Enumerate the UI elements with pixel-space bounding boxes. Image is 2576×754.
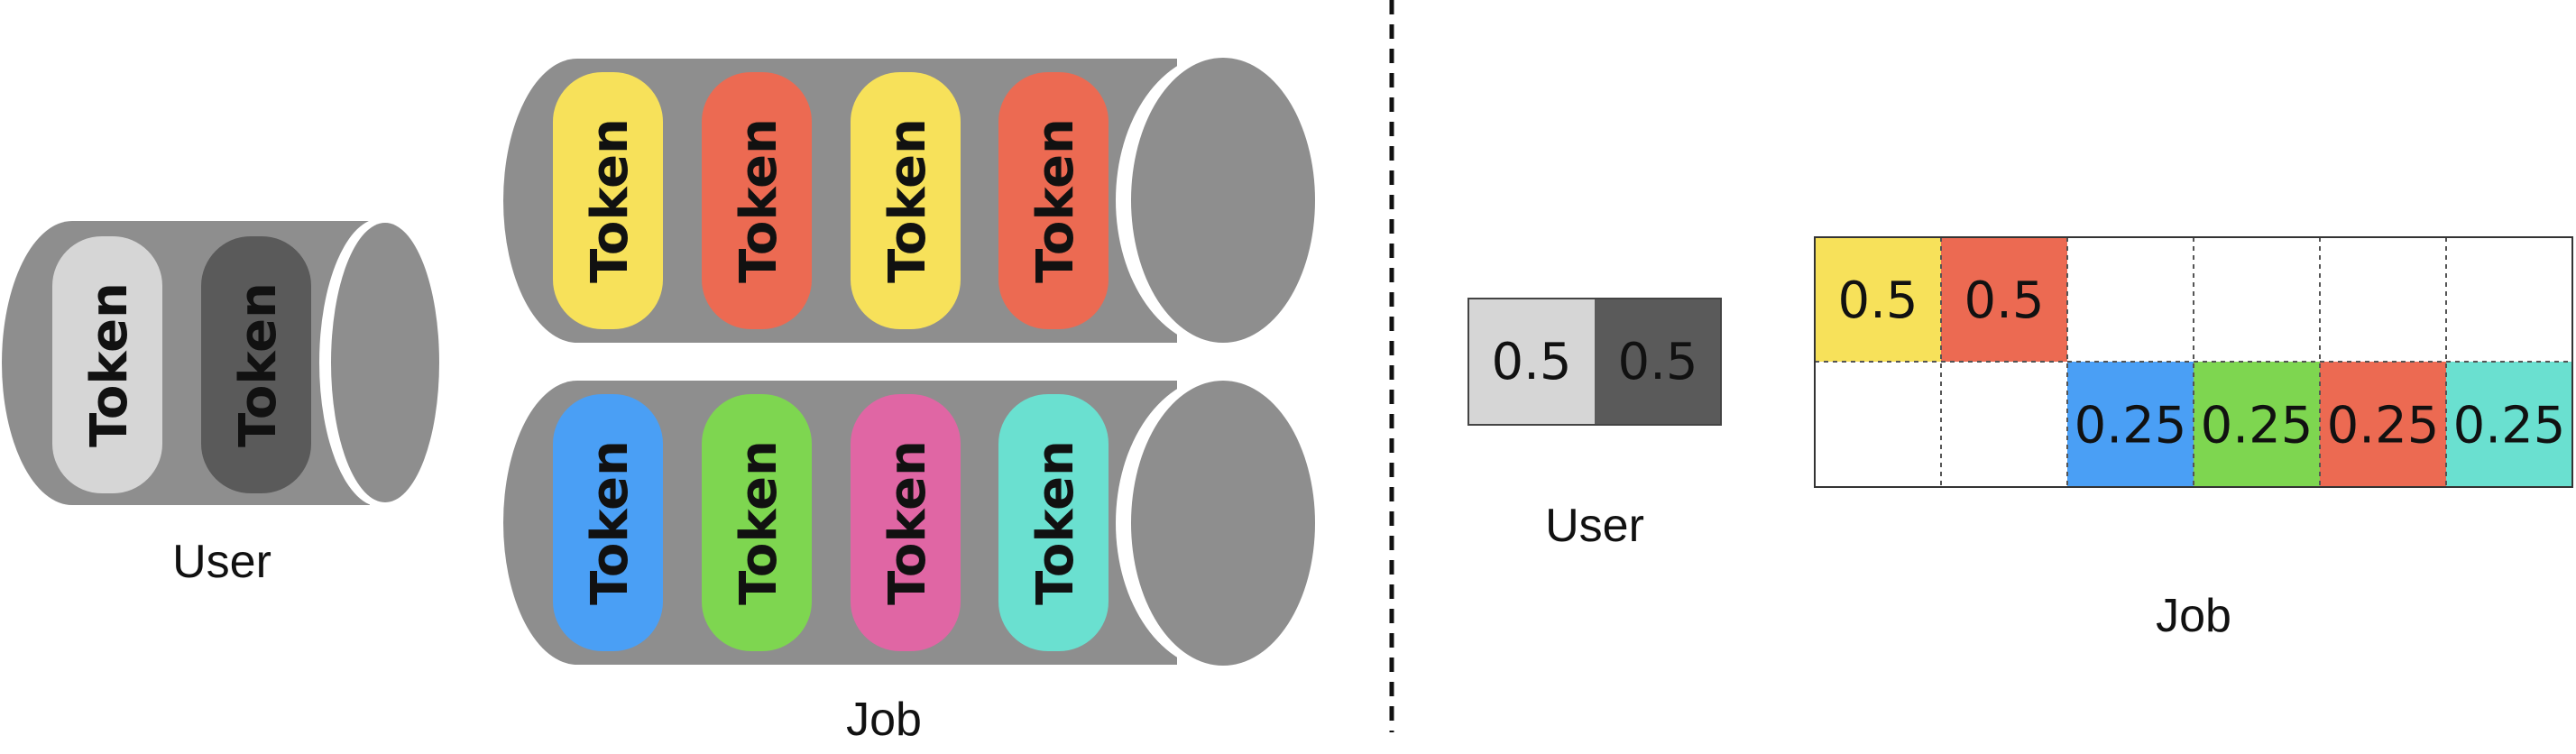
job-2-token-0: Token [553, 394, 663, 651]
job-share-cell-value: 0.25 [2075, 397, 2187, 455]
job-2-token-3-label: Token [1026, 440, 1085, 605]
job-share-cell-r0-c5 [2446, 237, 2572, 362]
user-share-cell-0: 0.5 [1468, 299, 1595, 425]
job-share-grid-border [1814, 236, 2573, 488]
job-share-cell-bg [2446, 362, 2572, 487]
job-queue-cylinder-2: Token Token Token Token [503, 376, 1323, 670]
left-user-label: User [172, 536, 271, 588]
job-share-cell-bg [1941, 237, 2067, 362]
job-1-token-3-label: Token [1026, 118, 1085, 283]
user-cylinder-cap [331, 223, 439, 502]
job-1-token-3-pill [998, 72, 1109, 329]
job-share-cell-r1-c5: 0.25 [2446, 362, 2572, 487]
job-share-cell-value: 0.25 [2327, 397, 2440, 455]
user-token-1-label: Token [229, 282, 288, 447]
job-2-token-0-pill [553, 394, 663, 651]
job-share-cell-r1-c4: 0.25 [2320, 362, 2446, 487]
user-share-cell-1-bg [1595, 299, 1721, 425]
job-1-token-0-pill [553, 72, 663, 329]
job-share-cell-value: 0.5 [1964, 271, 2044, 330]
user-token-1-pill [201, 236, 311, 493]
job-2-token-3-pill [998, 394, 1109, 651]
job-2-token-0-label: Token [581, 440, 639, 605]
user-share-cell-1: 0.5 [1595, 299, 1721, 425]
job-share-cell-r0-c0: 0.5 [1815, 237, 1941, 362]
job-1-token-2: Token [851, 72, 961, 329]
user-share-cell-0-bg [1468, 299, 1595, 425]
user-token-0-pill [52, 236, 162, 493]
job-share-cell-bg [2320, 237, 2446, 362]
job-2-token-2-pill [851, 394, 961, 651]
user-token-0: Token [52, 236, 162, 493]
job-share-cell-r1-c0 [1815, 362, 1941, 487]
job-1-token-3: Token [998, 72, 1109, 329]
left-job-label: Job [846, 694, 922, 746]
job-share-cell-r1-c3: 0.25 [2194, 362, 2320, 487]
job-share-cell-bg [1815, 237, 1941, 362]
job-2-token-1-label: Token [730, 440, 788, 605]
job-1-token-0: Token [553, 72, 663, 329]
job-1-token-2-pill [851, 72, 961, 329]
job-share-cell-value: 0.5 [1837, 271, 1918, 330]
job-share-cell-value: 0.25 [2453, 397, 2566, 455]
job-share-cell-value: 0.25 [2201, 397, 2314, 455]
job-share-cell-r0-c1: 0.5 [1941, 237, 2067, 362]
user-token-1: Token [201, 236, 311, 493]
right-user-label: User [1545, 500, 1644, 552]
job-share-cell-bg [1941, 362, 2067, 487]
job-share-cell-r0-c2 [2067, 237, 2194, 362]
job-share-cell-r1-c1 [1941, 362, 2067, 487]
job-2-token-2: Token [851, 394, 961, 651]
job-share-cell-bg [2320, 362, 2446, 487]
user-queue-cylinder: Token Token [2, 218, 442, 507]
job-2-token-1-pill [702, 394, 812, 651]
job-1-token-1-label: Token [730, 118, 788, 283]
user-token-0-label: Token [80, 282, 139, 447]
job-share-cell-bg [1815, 362, 1941, 487]
job-cylinder-1-cap [1131, 58, 1315, 343]
job-share-cell-bg [2446, 237, 2572, 362]
job-share-cell-bg [2067, 362, 2194, 487]
job-share-cell-bg [2194, 237, 2320, 362]
job-share-cell-bg [2067, 237, 2194, 362]
job-2-token-3: Token [998, 394, 1109, 651]
job-share-cell-r0-c3 [2194, 237, 2320, 362]
user-share-cell-1-value: 0.5 [1617, 333, 1697, 391]
job-share-grid-lines [1815, 237, 2572, 487]
job-share-cell-bg [2194, 362, 2320, 487]
job-1-token-2-label: Token [879, 118, 937, 283]
job-1-token-0-label: Token [581, 118, 639, 283]
user-share-table: 0.5 0.5 [1467, 298, 1722, 426]
job-queue-cylinder-1: Token Token Token Token [503, 53, 1323, 347]
job-share-cell-r0-c4 [2320, 237, 2446, 362]
user-share-table-border [1467, 298, 1722, 426]
job-1-token-1: Token [702, 72, 812, 329]
job-cylinder-2-cap [1131, 381, 1315, 666]
right-job-label: Job [2156, 590, 2231, 642]
job-2-token-1: Token [702, 394, 812, 651]
job-2-token-2-label: Token [879, 440, 937, 605]
user-share-cell-0-value: 0.5 [1491, 333, 1571, 391]
job-1-token-1-pill [702, 72, 812, 329]
job-share-cell-r1-c2: 0.25 [2067, 362, 2194, 487]
